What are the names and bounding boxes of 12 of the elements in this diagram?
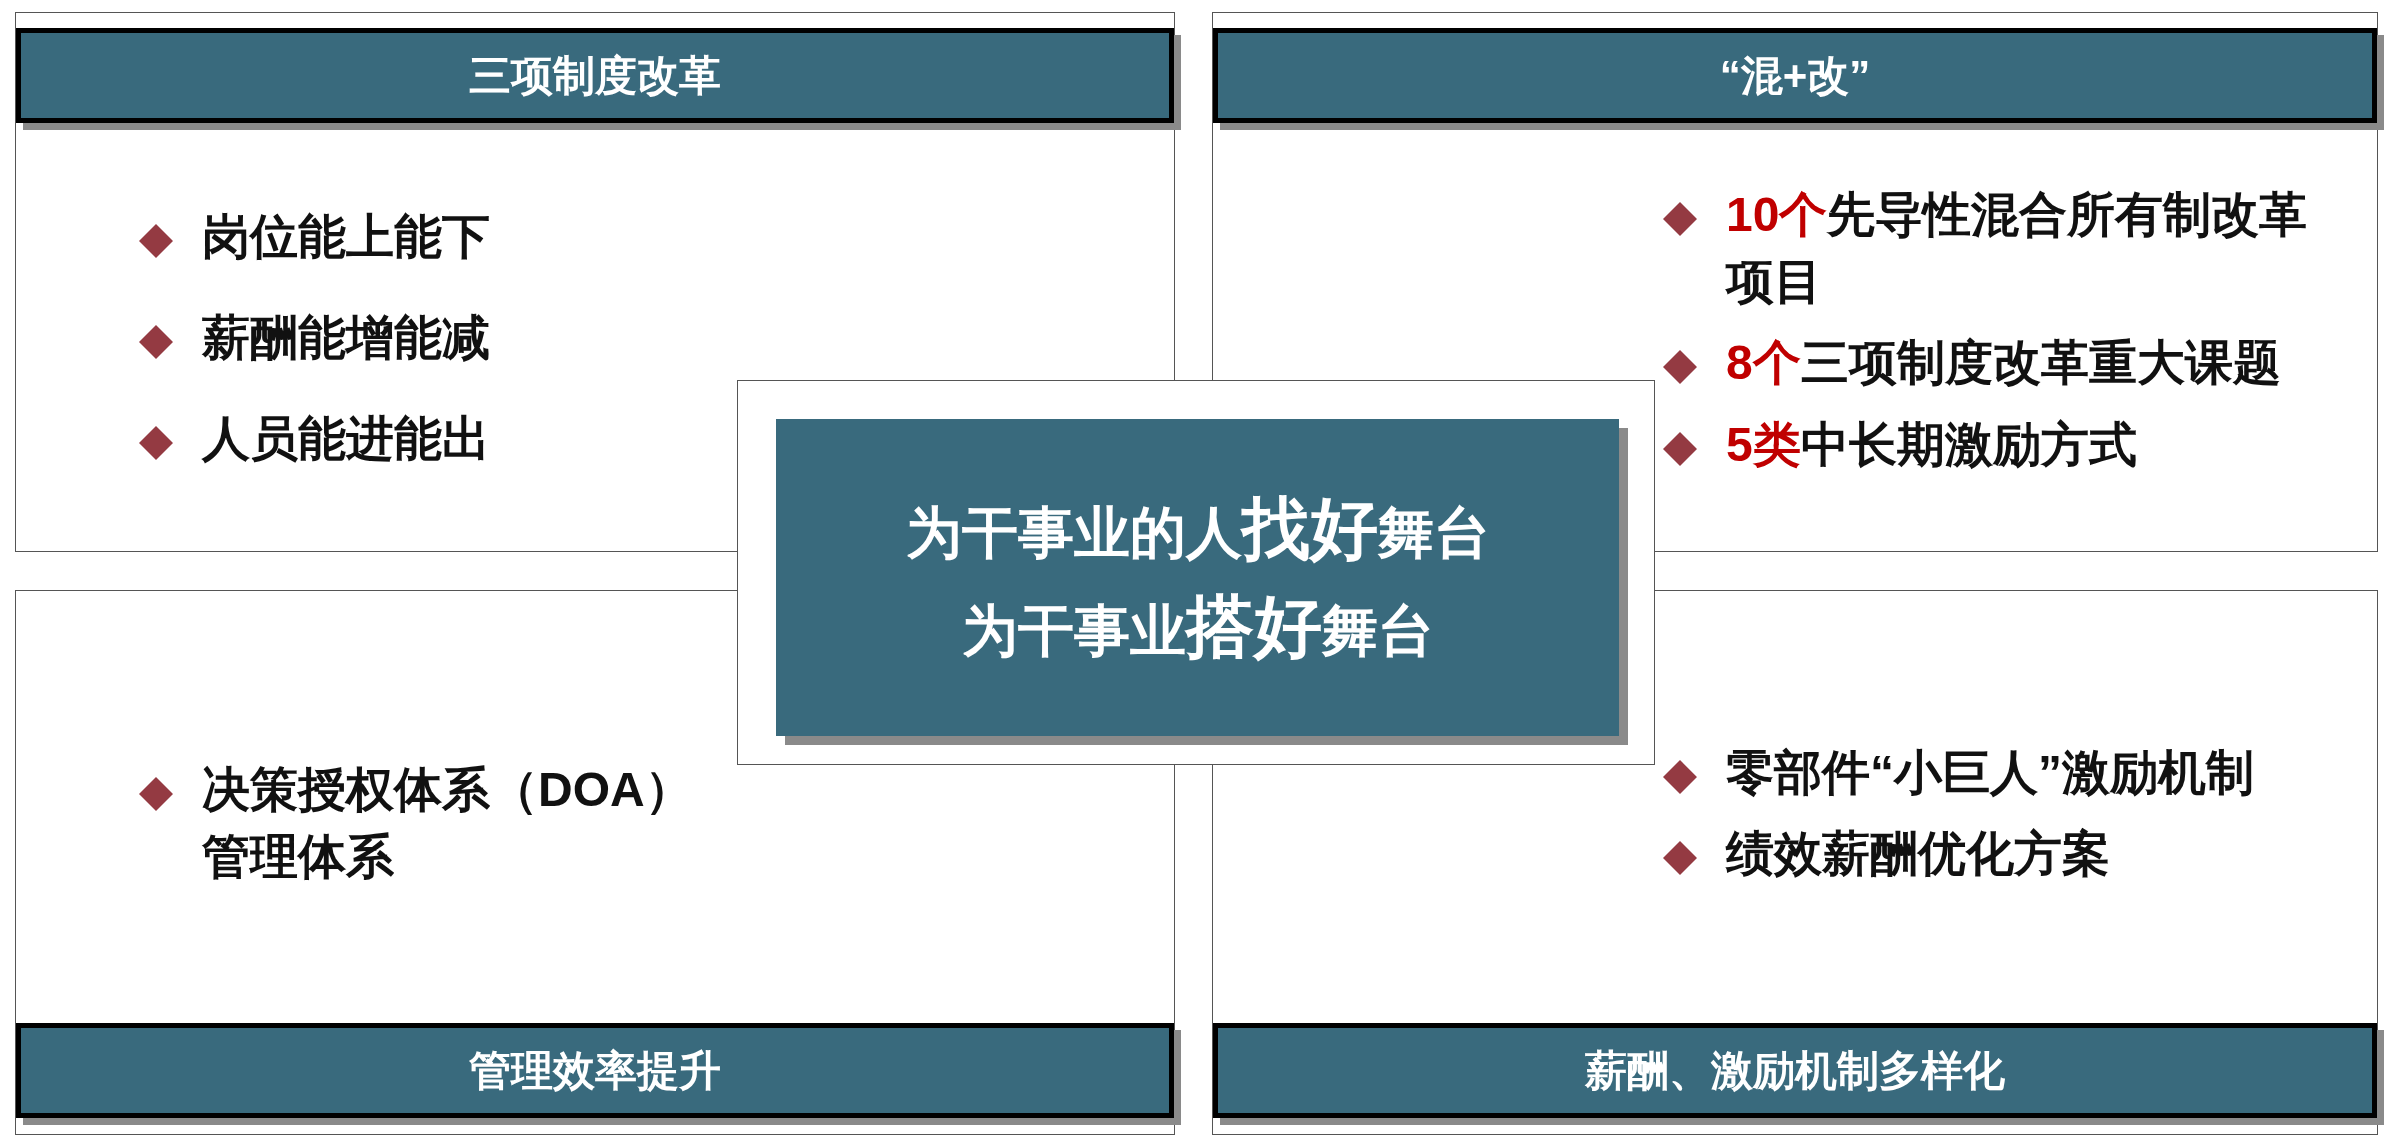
slogan-text: 为干事业搭好舞台 xyxy=(961,586,1434,666)
bullet-text: 薪酬能增能减 xyxy=(202,310,490,367)
bullet-text: 10个先导性混合所有制改革项目 xyxy=(1726,187,2308,311)
bullet-text: 5类中长期激励方式 xyxy=(1726,416,2137,473)
bullet-text: 8个三项制度改革重大课题 xyxy=(1726,335,2281,392)
bullet-text: 决策授权体系（DOA）管理体系 xyxy=(202,762,694,886)
bullet-text: 零部件“小巨人”激励机制 xyxy=(1726,745,2254,801)
bullet-text: 人员能进能出 xyxy=(202,411,490,468)
bullet-text: 绩效薪酬优化方案 xyxy=(1726,826,2110,883)
slogan-text: 为干事业的人找好舞台 xyxy=(905,488,1490,568)
center-frame xyxy=(737,380,1655,765)
bullet-text: 岗位能上能下 xyxy=(202,209,490,265)
